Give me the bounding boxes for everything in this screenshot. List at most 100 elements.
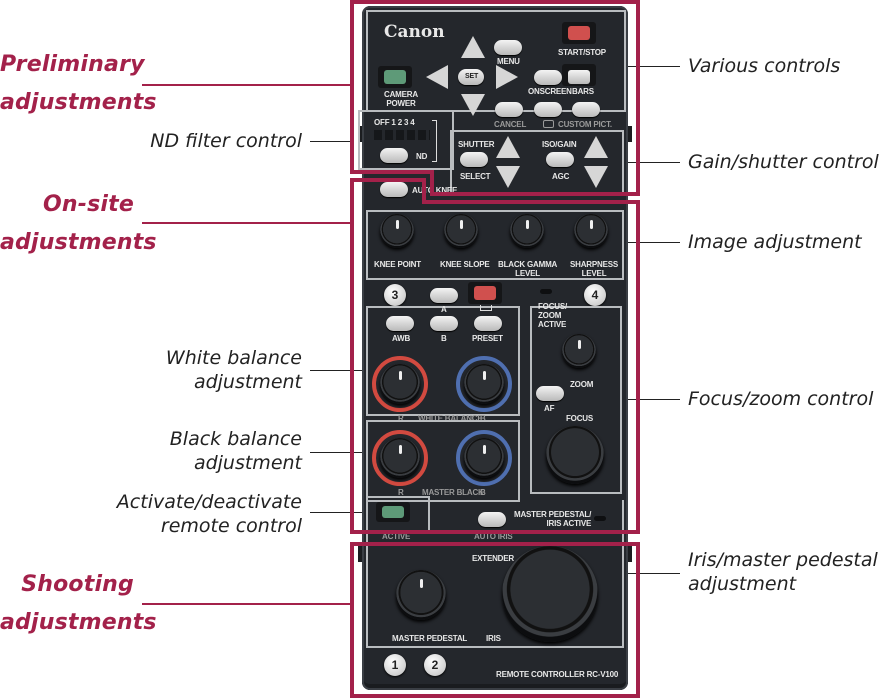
black-gamma-knob[interactable] xyxy=(510,214,544,248)
active-button[interactable] xyxy=(382,506,404,518)
nd-bracket xyxy=(432,120,437,162)
af-button[interactable] xyxy=(536,386,564,401)
focus-label: FOCUS xyxy=(566,414,594,423)
assign-button-3[interactable]: 3 xyxy=(384,284,406,306)
wb-b-ch-label: B xyxy=(480,414,486,423)
preset-button[interactable] xyxy=(474,316,502,331)
menu-button[interactable] xyxy=(494,40,522,55)
wb-a-button[interactable] xyxy=(430,288,458,303)
knee-point-label: KNEE POINT xyxy=(374,260,421,269)
master-black-outline xyxy=(366,420,520,502)
awb-label: AWB xyxy=(392,334,411,343)
focus-zoom-active-line3: ACTIVE xyxy=(538,320,567,329)
mb-r-knob[interactable] xyxy=(380,438,420,478)
callout-white-balance-line1: White balance xyxy=(165,347,302,369)
start-stop-button[interactable] xyxy=(568,26,590,40)
mb-b-knob[interactable] xyxy=(464,438,504,478)
side-tab-right-2 xyxy=(628,546,632,562)
sharpness-label-line2: LEVEL xyxy=(581,269,607,278)
up-arrow-button[interactable] xyxy=(461,36,485,58)
category-preliminary-line1: Preliminary xyxy=(0,52,145,77)
display-button[interactable] xyxy=(534,102,562,117)
activate-leader xyxy=(310,512,370,513)
auto-knee-button[interactable] xyxy=(380,182,408,197)
agc-button[interactable] xyxy=(546,152,574,167)
zoom-knob[interactable] xyxy=(562,334,596,368)
wb-b-ring xyxy=(456,356,512,412)
assign-button-2[interactable]: 2 xyxy=(424,654,446,676)
sharpness-knob[interactable] xyxy=(574,214,608,248)
focus-zoom-outline xyxy=(530,306,622,494)
awb-button[interactable] xyxy=(386,316,414,331)
category-shooting-line2: adjustments xyxy=(0,610,157,635)
category-shooting-line1: Shooting xyxy=(21,572,134,597)
wb-mode-button[interactable] xyxy=(474,286,496,300)
white-balance-label: WHITE BALANCE xyxy=(418,414,483,423)
knee-point-knob[interactable] xyxy=(380,214,414,248)
wb-a-label: A xyxy=(441,305,447,314)
nd-button[interactable] xyxy=(380,148,408,163)
wb-b-knob[interactable] xyxy=(464,364,504,404)
down-arrow-button[interactable] xyxy=(461,94,485,116)
callout-nd-filter: ND filter control xyxy=(150,130,302,152)
shutter-down-button[interactable] xyxy=(496,166,520,188)
iris-leader xyxy=(622,573,680,574)
category-preliminary-line2: adjustments xyxy=(0,90,157,115)
onscreen-label: ONSCREEN xyxy=(528,87,572,96)
master-black-label: MASTER BLACK xyxy=(422,488,484,497)
wb-r-label: R xyxy=(398,414,404,423)
black-gamma-label-line2: LEVEL xyxy=(515,269,540,278)
sharpness-label-line1: SHARPNESS xyxy=(570,260,618,269)
wb-r-knob[interactable] xyxy=(380,364,420,404)
remote-controller-device: Canon START/STOP SET MENU CAMERA POWER O… xyxy=(358,6,632,690)
right-arrow-button[interactable] xyxy=(496,65,518,89)
preset-label: PRESET xyxy=(472,334,503,343)
bars-button[interactable] xyxy=(568,70,590,84)
preliminary-leader-line xyxy=(142,84,350,86)
iris-dial[interactable] xyxy=(502,546,598,642)
master-pedestal-knob[interactable] xyxy=(396,570,446,620)
camera-power-label-line1: CAMERA xyxy=(384,90,418,99)
callout-various: Various controls xyxy=(688,55,841,77)
assign-button-1[interactable]: 1 xyxy=(384,654,406,676)
set-label: SET xyxy=(465,73,479,80)
left-arrow-button[interactable] xyxy=(426,65,448,89)
knee-slope-label: KNEE SLOPE xyxy=(440,260,490,269)
gain-up-button[interactable] xyxy=(584,136,608,158)
iso-gain-label: ISO/GAIN xyxy=(542,140,577,149)
shooting-frame xyxy=(350,542,640,698)
category-onsite-line1: On-site xyxy=(43,192,134,217)
category-onsite: On-site adjustments xyxy=(0,186,157,262)
image-leader xyxy=(622,242,680,243)
onscreen-button[interactable] xyxy=(534,70,562,85)
menu-label: MENU xyxy=(497,57,520,66)
category-preliminary: Preliminary adjustments xyxy=(0,46,157,122)
focus-dial[interactable] xyxy=(546,426,604,484)
auto-iris-label: AUTO IRIS xyxy=(474,532,513,541)
callout-white-balance: White balance adjustment xyxy=(100,346,302,394)
callout-black-balance: Black balance adjustment xyxy=(100,427,302,475)
shutter-select-button[interactable] xyxy=(460,152,488,167)
gain-down-button[interactable] xyxy=(584,166,608,188)
wb-b-button[interactable] xyxy=(430,316,458,331)
agc-label: AGC xyxy=(552,172,570,181)
callout-iris-line1: Iris/master pedestal xyxy=(688,549,878,571)
auto-knee-label: AUTO KNEE xyxy=(412,186,458,195)
assign-button-4[interactable]: 4 xyxy=(584,284,606,306)
mb-r-ring xyxy=(372,430,428,486)
custom-pict-button[interactable] xyxy=(572,102,600,117)
model-label: REMOTE CONTROLLER RC-V100 xyxy=(496,670,619,679)
set-button[interactable] xyxy=(458,69,484,85)
camera-power-button[interactable] xyxy=(384,70,406,84)
focus-zoom-leader xyxy=(622,399,680,400)
iris-label: IRIS xyxy=(486,634,501,643)
auto-iris-button[interactable] xyxy=(478,512,506,527)
shutter-up-button[interactable] xyxy=(496,136,520,158)
start-stop-label: START/STOP xyxy=(558,48,606,57)
callout-activate: Activate/deactivate remote control xyxy=(60,490,302,538)
nd-label: ND xyxy=(416,152,428,161)
cancel-button[interactable] xyxy=(495,102,523,117)
knee-slope-knob[interactable] xyxy=(444,214,478,248)
shutter-label: SHUTTER xyxy=(458,140,495,149)
callout-iris: Iris/master pedestal adjustment xyxy=(688,548,878,596)
